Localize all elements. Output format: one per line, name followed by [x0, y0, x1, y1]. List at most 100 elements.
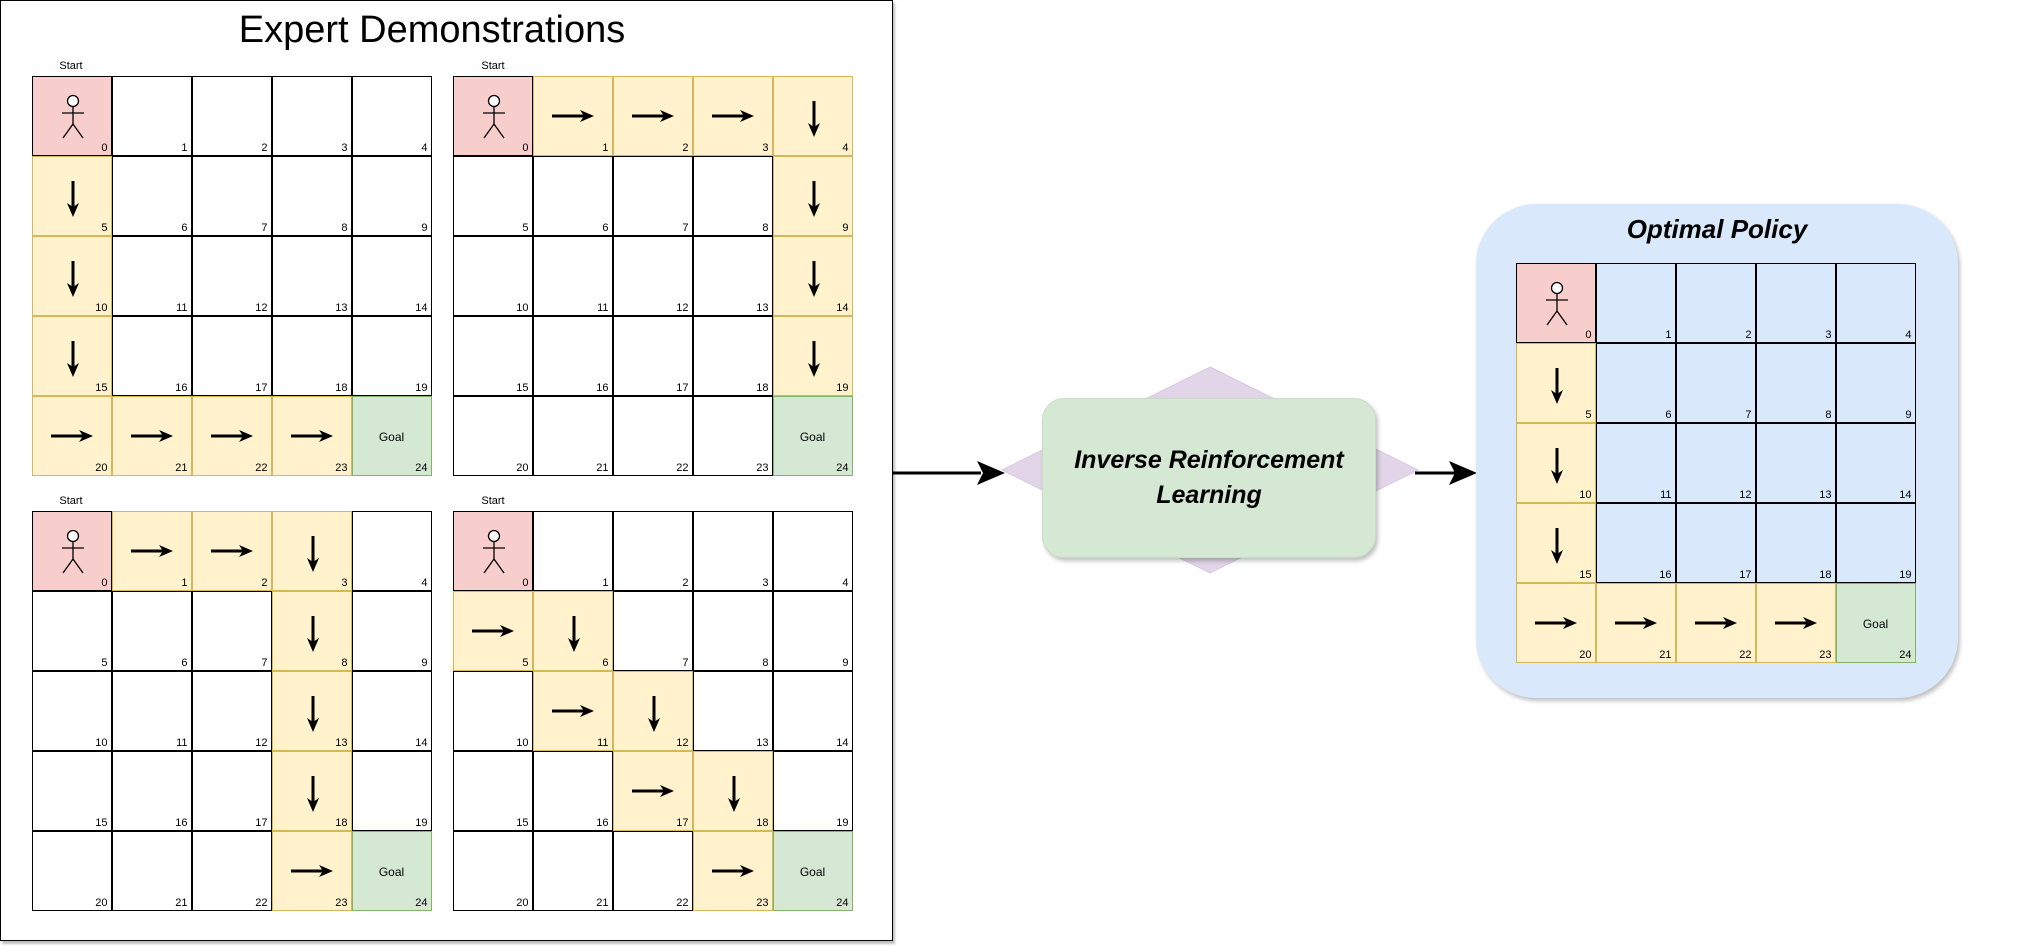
- grid-cell: 13: [692, 670, 773, 751]
- grid-cell: 17: [612, 315, 693, 396]
- cell-number: 12: [255, 301, 268, 314]
- cell-number: 19: [1899, 568, 1912, 581]
- path-cell: 20: [31, 395, 112, 476]
- grid-cell: 17: [191, 315, 272, 396]
- cell-number: 1: [181, 576, 188, 589]
- grid-cell: 18: [271, 315, 352, 396]
- grid-cell: 7: [612, 590, 693, 671]
- grid-cell: 10: [452, 235, 533, 316]
- cell-number: 6: [602, 656, 609, 669]
- cell-number: 4: [842, 576, 849, 589]
- cell-number: 20: [95, 461, 108, 474]
- stick-figure-icon: [1545, 281, 1568, 325]
- arrow-right-icon: [290, 864, 333, 877]
- cell-number: 22: [255, 896, 268, 909]
- grid-cell: 4: [351, 75, 432, 156]
- grid-cell: 16: [111, 315, 192, 396]
- cell-number: 3: [762, 576, 769, 589]
- cell-number: 24: [1899, 648, 1912, 661]
- cell-number: 4: [842, 141, 849, 154]
- cell-number: 7: [261, 656, 268, 669]
- cell-number: 6: [181, 656, 188, 669]
- cell-number: 13: [335, 736, 348, 749]
- grid-cell: 6: [1595, 342, 1676, 423]
- cell-number: 13: [335, 301, 348, 314]
- grid-cell: 19: [772, 750, 853, 831]
- cell-number: 5: [101, 221, 108, 234]
- arrow-right-icon: [551, 704, 594, 717]
- grid-cell: 20: [452, 830, 533, 911]
- cell-number: 0: [522, 576, 529, 589]
- cell-number: 16: [175, 381, 188, 394]
- grid-cell: 10: [452, 670, 533, 751]
- grid-cell: 2: [1675, 262, 1756, 343]
- arrow-down-icon: [727, 775, 740, 812]
- grid-cell: 5: [31, 590, 112, 671]
- start-label: Start: [481, 495, 505, 507]
- path-cell: 3: [692, 75, 773, 156]
- cell-number: 3: [341, 576, 348, 589]
- arrow-right-icon: [130, 429, 173, 442]
- cell-number: 11: [176, 736, 188, 749]
- cell-number: 15: [516, 816, 529, 829]
- cell-number: 19: [836, 816, 849, 829]
- grid-cell: 23: [692, 395, 773, 476]
- path-cell: 3: [271, 510, 352, 591]
- start-label: Start: [59, 495, 83, 507]
- grid-cell: 22: [612, 830, 693, 911]
- cell-number: 9: [842, 221, 849, 234]
- grid-cell: 18: [692, 315, 773, 396]
- path-cell: 22: [1675, 582, 1756, 663]
- grid-cell: 22: [612, 395, 693, 476]
- cell-number: 7: [1745, 408, 1752, 421]
- goal-label: Goal: [378, 429, 405, 444]
- cell-number: 0: [101, 141, 108, 154]
- grid-cell: 14: [1835, 422, 1916, 503]
- cell-number: 17: [255, 381, 268, 394]
- cell-number: 21: [175, 461, 188, 474]
- irl-block: Inverse Reinforcement Learning: [1000, 365, 1420, 575]
- flow-arrow-to-irl: [893, 461, 1005, 485]
- grid-cell: 2: [612, 510, 693, 591]
- path-cell: 15: [31, 315, 112, 396]
- grid-cell: 19: [351, 750, 432, 831]
- arrow-down-icon: [306, 775, 319, 812]
- path-cell: 11: [532, 670, 613, 751]
- cell-number: 16: [175, 816, 188, 829]
- grid-cell: 1: [111, 75, 192, 156]
- cell-number: 12: [676, 736, 689, 749]
- arrow-right-icon: [130, 544, 173, 557]
- arrow-down-icon: [647, 695, 660, 732]
- cell-number: 8: [762, 656, 769, 669]
- cell-number: 15: [95, 816, 108, 829]
- arrow-down-icon: [306, 695, 319, 732]
- cell-number: 6: [1665, 408, 1672, 421]
- arrow-right-icon: [1694, 616, 1737, 629]
- cell-number: 1: [602, 141, 609, 154]
- cell-number: 2: [261, 141, 268, 154]
- cell-number: 4: [421, 141, 428, 154]
- cell-number: 9: [1905, 408, 1912, 421]
- arrow-down-icon: [1550, 527, 1563, 564]
- cell-number: 14: [415, 301, 428, 314]
- grid-cell: 16: [532, 750, 613, 831]
- cell-number: 18: [1819, 568, 1832, 581]
- arrow-right-icon: [1614, 616, 1657, 629]
- start-cell: 0: [31, 75, 112, 156]
- grid-cell: 6: [532, 155, 613, 236]
- grid-cell: 9: [351, 590, 432, 671]
- grid-cell: 14: [351, 235, 432, 316]
- goal-label: Goal: [799, 429, 826, 444]
- cell-number: 18: [756, 816, 769, 829]
- grid-cell: 7: [191, 590, 272, 671]
- cell-number: 24: [415, 461, 428, 474]
- grid-cell: 3: [692, 510, 773, 591]
- grid-cell: 5: [452, 155, 533, 236]
- stick-figure-icon: [482, 529, 505, 573]
- cell-number: 23: [335, 461, 348, 474]
- cell-number: 8: [1825, 408, 1832, 421]
